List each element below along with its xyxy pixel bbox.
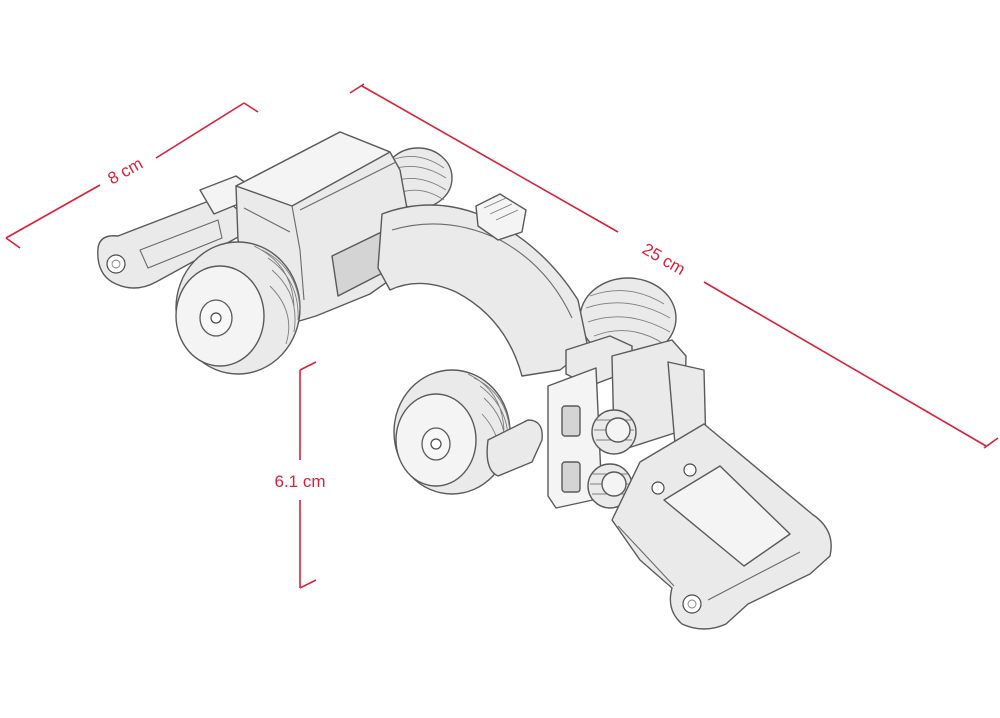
axle-bolt-icon [430,438,442,450]
bolt-icon [106,254,126,274]
roller-front-right [393,369,511,495]
roller-front-left [175,241,301,375]
bolt-icon [651,481,665,495]
lever [486,419,543,477]
right-arm-bracket [611,423,832,630]
height-label: 6.1 cm [274,472,325,491]
length-label: 25 cm [639,239,689,279]
device-illustration [97,131,832,630]
width-label: 8 cm [105,154,146,188]
adjustment-knobs [587,409,637,509]
bolt-icon [683,463,697,477]
height-dimension: 6.1 cm [274,361,326,589]
bolt-icon [682,594,702,614]
arch-frame [377,193,589,377]
axle-bolt-icon [210,312,222,324]
left-arm-bracket [97,175,251,289]
